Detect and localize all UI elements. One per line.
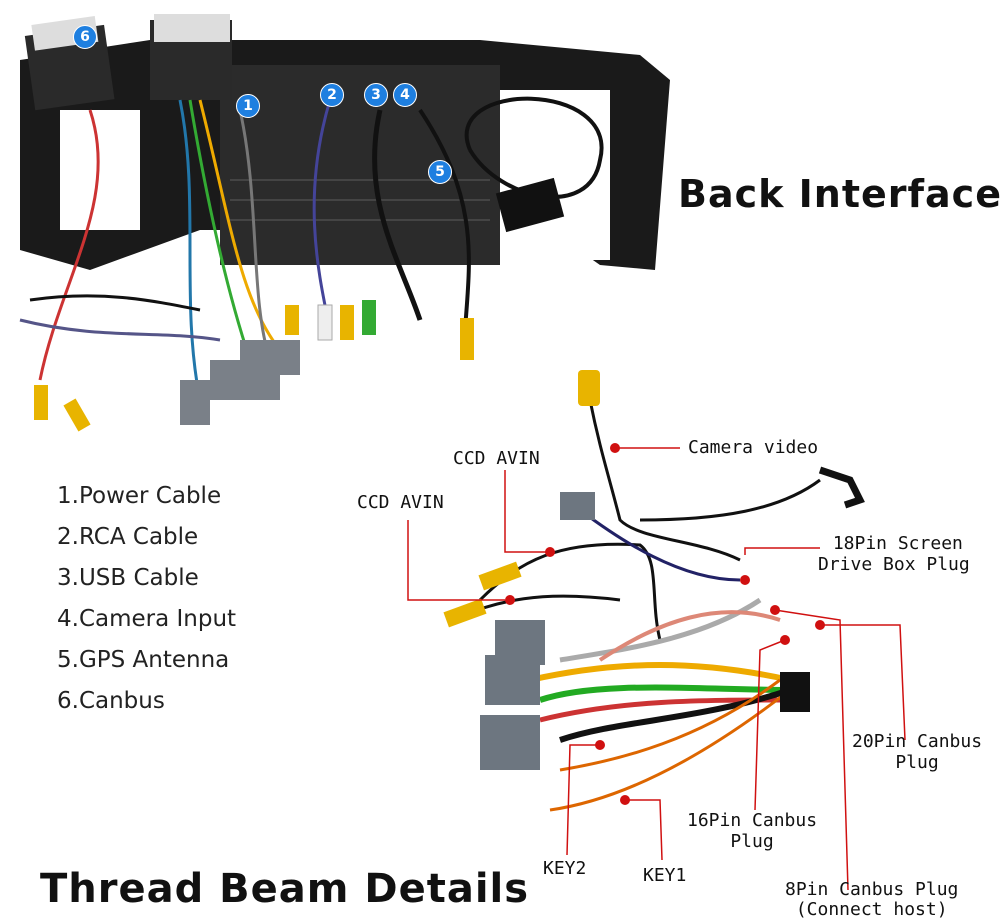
badge-power-cable: 1	[236, 94, 260, 118]
label-ccd-avin-1: CCD AVIN	[453, 448, 540, 469]
label-8pin-line1: 8Pin Canbus Plug	[785, 879, 959, 900]
legend-item: 1.Power Cable	[57, 483, 222, 509]
label-16pin: 16Pin Canbus Plug	[687, 810, 817, 852]
legend-item: 3.USB Cable	[57, 565, 199, 591]
label-18pin-line2: Drive Box Plug	[818, 554, 970, 575]
label-8pin-line2: (Connect host)	[795, 899, 948, 920]
legend-item: 2.RCA Cable	[57, 524, 199, 550]
label-key2: KEY2	[543, 858, 587, 879]
label-ccd-avin-2: CCD AVIN	[357, 492, 444, 513]
back-interface-title: Back Interface	[678, 172, 1000, 216]
label-18pin-line1: 18Pin Screen	[832, 533, 963, 554]
badge-rca-cable: 2	[320, 83, 344, 107]
badge-camera-input: 4	[393, 83, 417, 107]
label-20pin-line2: Plug	[895, 752, 939, 773]
label-18pin: 18Pin Screen Drive Box Plug	[818, 533, 970, 575]
thread-beam-title: Thread Beam Details	[40, 866, 530, 912]
badge-usb-cable: 3	[364, 83, 388, 107]
label-20pin-line1: 20Pin Canbus	[852, 731, 983, 752]
label-camera-video: Camera video	[688, 437, 819, 458]
label-16pin-line2: Plug	[730, 831, 774, 852]
legend-item: 5.GPS Antenna	[57, 647, 230, 673]
badge-canbus: 6	[73, 25, 97, 49]
label-16pin-line1: 16Pin Canbus	[687, 810, 818, 831]
label-8pin: 8Pin Canbus Plug (Connect host)	[785, 880, 958, 920]
cable-legend: 1.Power Cable 2.RCA Cable 3.USB Cable 4.…	[57, 476, 236, 722]
badge-gps-antenna: 5	[428, 160, 452, 184]
label-20pin: 20Pin Canbus Plug	[852, 731, 982, 773]
label-key1: KEY1	[643, 865, 687, 886]
legend-item: 6.Canbus	[57, 688, 165, 714]
legend-item: 4.Camera Input	[57, 606, 237, 632]
